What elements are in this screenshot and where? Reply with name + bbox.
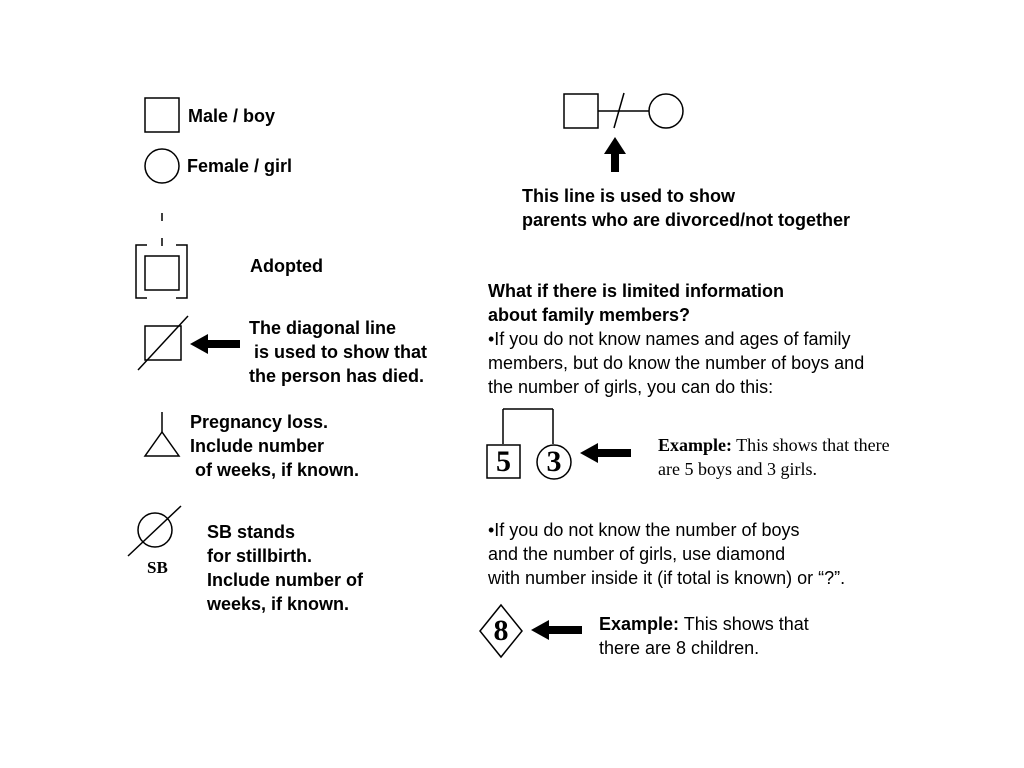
limited-info-para1-line-1: •If you do not know names and ages of fa… [488,329,851,349]
limited-info-heading-line-1: What if there is limited information [488,281,785,301]
pregnancy-loss-triangle-icon [143,412,181,457]
limited-info-para2-line-1: •If you do not know the number of boys [488,520,800,540]
children-count-diamond-icon [479,603,523,659]
limited-info-heading-line-2: about family members? [488,305,691,325]
limited-info-para2-line-3: with number inside it (if total is known… [488,568,846,588]
deceased-label-line-2: is used to show that [249,342,428,362]
sibship-connector-icon [502,408,554,444]
arrow-left-icon [580,443,631,463]
boys-count-square-icon [486,444,521,479]
deceased-label-line-1: The diagonal line [249,318,397,338]
male-label: Male / boy [188,106,276,126]
example1-label: Example: [658,435,732,455]
arrow-up-icon [604,137,626,172]
example2-label: Example: [599,614,680,634]
stillbirth-label-line-1: SB stands [207,522,296,542]
adopted-label: Adopted [250,256,323,276]
example2-text-line-2: there are 8 children. [599,638,760,658]
male-square-icon [144,97,180,133]
boys-count: 5 [496,445,511,478]
example1-text-line-2: are 5 boys and 3 girls. [658,459,817,479]
arrow-left-icon [190,334,240,354]
pregnancy-loss-label-line-1: Pregnancy loss. [190,412,329,432]
female-label: Female / girl [187,156,293,176]
example1-line-1: Example: This shows that there [658,433,890,457]
stillbirth-label-line-4: weeks, if known. [207,594,350,614]
example2-line-1: Example: This shows that [599,612,809,636]
limited-info-para1-line-3: the number of girls, you can do this: [488,377,774,397]
children-count: 8 [493,614,509,647]
girls-count-circle-icon [536,444,572,480]
deceased-label-line-3: the person has died. [249,366,425,386]
female-circle-icon [144,148,180,184]
limited-info-para1-line-2: members, but do know the number of boys … [488,353,865,373]
stillbirth-label-line-3: Include number of [207,570,364,590]
stillbirth-symbol-icon [127,505,182,557]
pregnancy-loss-label-line-2: Include number [190,436,325,456]
limited-info-para2-line-2: and the number of girls, use diamond [488,544,786,564]
arrow-left-icon [531,620,582,640]
stillbirth-label-line-2: for stillbirth. [207,546,312,566]
pregnancy-loss-label-line-3: of weeks, if known. [190,460,360,480]
girls-count: 3 [546,445,562,478]
adopted-symbol-icon [135,213,188,299]
example2-text-line-1: This shows that [679,614,809,634]
divorce-caption-line-1: This line is used to show [522,186,736,206]
stillbirth-symbol-label: SB [147,558,168,577]
divorced-parents-symbol-icon [563,92,684,129]
divorce-caption-line-2: parents who are divorced/not together [522,210,851,230]
example1-text-line-1: This shows that there [732,435,890,455]
deceased-symbol-icon [137,315,189,371]
